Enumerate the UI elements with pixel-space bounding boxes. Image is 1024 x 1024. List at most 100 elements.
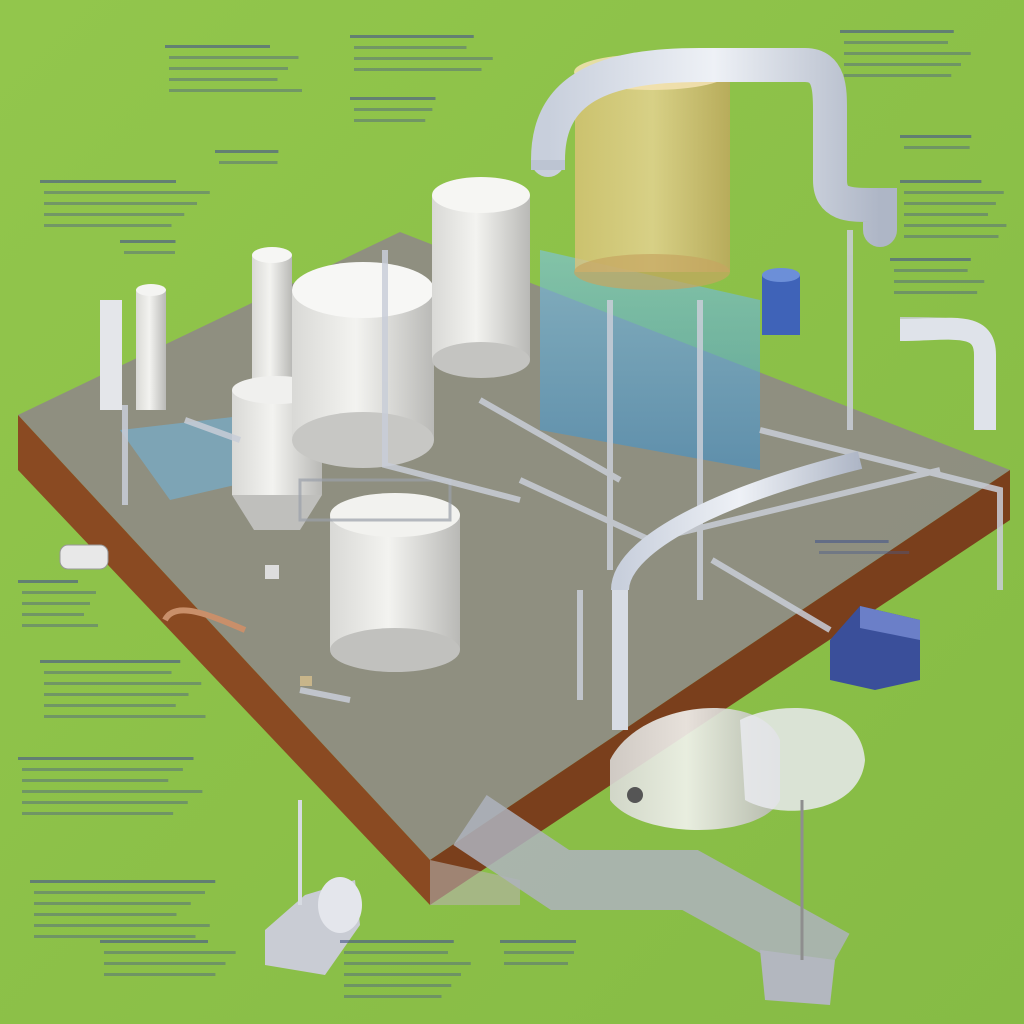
callout-text-line — [840, 30, 954, 33]
callout-text-line — [815, 540, 889, 543]
callout-text-line — [100, 940, 208, 943]
earth-foundation-side — [430, 470, 1010, 905]
label-group-center-right — [815, 540, 910, 554]
callout-text-line — [900, 135, 972, 138]
callout-text-line — [904, 191, 1004, 194]
storage-tank-large — [292, 262, 434, 468]
callout-text-line — [44, 191, 210, 194]
callout-text-line — [844, 63, 961, 66]
callout-text-line — [22, 779, 169, 782]
callout-text-line — [169, 78, 278, 81]
callout-text-line — [34, 935, 196, 938]
callout-text-line — [215, 150, 279, 153]
label-group-right-1 — [840, 30, 971, 77]
callout-text-line — [30, 880, 216, 883]
callout-text-line — [354, 57, 493, 60]
fittings — [59, 544, 312, 686]
label-group-top-center-1 — [350, 97, 436, 122]
label-group-bottom-right-1 — [340, 940, 471, 998]
callout-text-line — [44, 213, 185, 216]
callout-text-line — [904, 235, 999, 238]
outlet-tank — [265, 877, 362, 975]
callout-text-line — [44, 682, 202, 685]
callout-text-line — [40, 180, 176, 183]
callout-text-line — [904, 146, 970, 149]
label-group-left-6 — [30, 880, 216, 938]
callout-text-line — [350, 35, 474, 38]
discharge-pipe — [611, 451, 863, 591]
label-group-left-5 — [18, 757, 203, 815]
callout-text-line — [22, 602, 90, 605]
callout-text-line — [34, 891, 205, 894]
callout-text-line — [104, 962, 226, 965]
callout-text-line — [169, 67, 288, 70]
callout-text-line — [34, 924, 210, 927]
control-housing — [830, 606, 920, 690]
label-group-right-2 — [900, 135, 972, 149]
callout-text-line — [34, 902, 191, 905]
callout-text-line — [40, 660, 181, 663]
callout-text-line — [500, 940, 576, 943]
pump-unit — [610, 707, 865, 830]
callout-text-line — [18, 580, 78, 583]
label-group-left-4 — [40, 660, 206, 718]
callout-text-line — [904, 213, 988, 216]
callout-text-line — [344, 973, 461, 976]
callout-text-line — [844, 74, 952, 77]
label-group-top-center-2 — [215, 150, 279, 164]
callout-text-line — [904, 202, 996, 205]
reactor-vessel — [298, 478, 460, 672]
callout-text-line — [44, 693, 189, 696]
callout-text-line — [44, 704, 176, 707]
callout-text-line — [44, 671, 172, 674]
callout-text-line — [894, 269, 968, 272]
callout-text-line — [344, 984, 452, 987]
callout-text-line — [504, 962, 568, 965]
vertical-column — [100, 284, 166, 410]
label-group-top-left-1 — [165, 45, 302, 92]
callout-text-line — [22, 591, 96, 594]
callout-text-line — [344, 962, 471, 965]
label-group-left-2 — [120, 240, 176, 254]
feed-pipe — [531, 48, 897, 247]
callout-text-line — [219, 161, 278, 164]
callout-text-line — [22, 790, 203, 793]
callout-text-line — [344, 951, 448, 954]
collection-sump — [760, 950, 835, 1005]
callout-text-line — [22, 812, 174, 815]
label-group-left-3 — [18, 580, 98, 627]
callout-text-line — [340, 940, 454, 943]
label-group-bottom-right-2 — [500, 940, 576, 965]
callout-text-line — [354, 46, 467, 49]
callout-text-line — [22, 624, 98, 627]
label-group-top-left-2 — [350, 35, 493, 71]
label-group-right-3 — [900, 180, 1007, 238]
callout-text-line — [354, 108, 433, 111]
storage-tank-small — [432, 177, 530, 378]
callout-text-line — [350, 97, 436, 100]
callout-text-line — [169, 56, 299, 59]
callout-text-line — [104, 973, 216, 976]
callout-text-line — [894, 280, 985, 283]
callout-text-line — [18, 757, 194, 760]
callout-text-line — [44, 715, 206, 718]
label-group-top-right-1 — [40, 180, 210, 227]
label-group-bottom-center — [100, 940, 236, 976]
callout-text-line — [844, 52, 971, 55]
callout-text-line — [354, 68, 482, 71]
callout-text-line — [104, 951, 236, 954]
callout-text-line — [22, 768, 183, 771]
callout-labels — [18, 30, 1007, 998]
callout-text-line — [34, 913, 177, 916]
callout-text-line — [165, 45, 270, 48]
callout-text-line — [504, 951, 574, 954]
callout-text-line — [344, 995, 442, 998]
callout-text-line — [819, 551, 910, 554]
callout-text-line — [22, 613, 84, 616]
callout-text-line — [894, 291, 978, 294]
callout-text-line — [44, 224, 172, 227]
callout-text-line — [904, 224, 1007, 227]
callout-text-line — [169, 89, 302, 92]
chemical-tank — [762, 268, 800, 335]
